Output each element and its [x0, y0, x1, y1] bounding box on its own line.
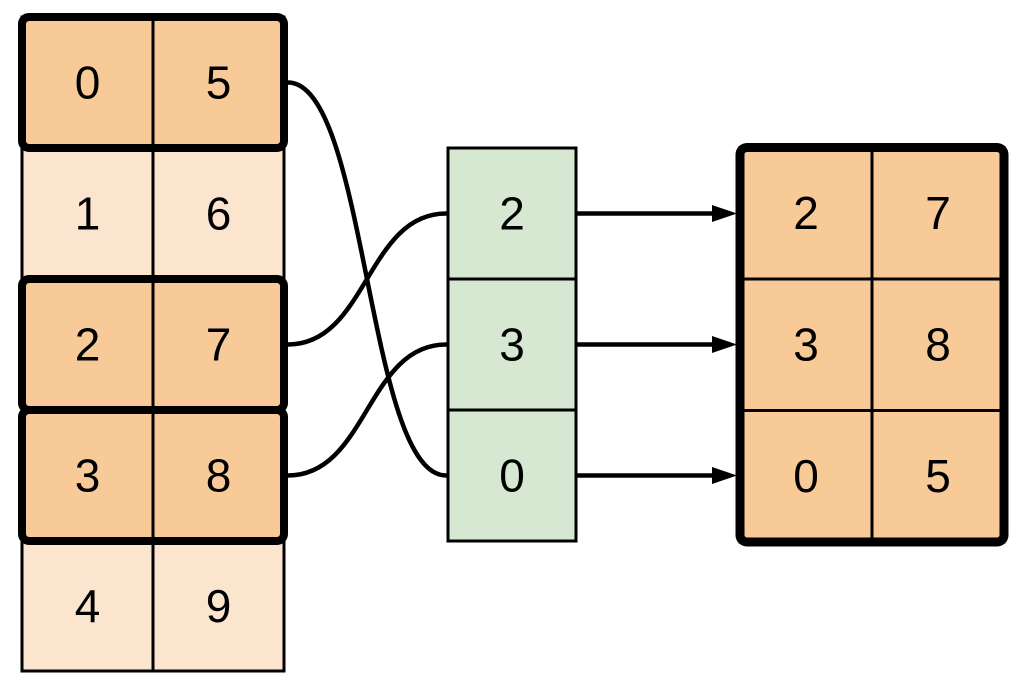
index-to-result-arrows	[576, 205, 737, 484]
source-value-r1c1: 6	[206, 188, 232, 240]
index-value-2: 0	[499, 450, 525, 502]
source-row-3-highlight-border	[18, 406, 288, 545]
source-cell-r4c1	[151, 539, 286, 673]
source-cell-r2c1	[151, 277, 286, 412]
arrow-head-index-0	[712, 205, 737, 222]
result-value-r2c0: 0	[793, 450, 819, 502]
curve-source-row-3-to-index-1	[285, 342, 449, 478]
result-table: 2 7 3 8 0 5	[735, 143, 1009, 547]
result-cell-r2c0	[738, 409, 874, 544]
index-value-1: 3	[499, 319, 525, 371]
source-cell-r1c1	[151, 146, 286, 281]
result-value-r1c0: 3	[793, 319, 819, 371]
source-to-index-connectors	[285, 80, 449, 478]
source-value-r2c0: 2	[75, 319, 101, 371]
result-cell-r1c0	[738, 277, 874, 412]
source-cell-r0c1	[151, 15, 286, 150]
source-value-r0c0: 0	[75, 57, 101, 109]
result-table-border	[735, 143, 1009, 547]
source-table: 0 5 1 6 2 7 3 8 4 9	[18, 13, 288, 673]
source-value-r3c1: 8	[206, 450, 232, 502]
source-value-r1c0: 1	[75, 188, 101, 240]
source-value-r2c1: 7	[206, 319, 232, 371]
result-value-r0c0: 2	[793, 187, 819, 239]
result-value-r0c1: 7	[925, 187, 951, 239]
result-cell-r1c1	[870, 277, 1006, 412]
index-value-0: 2	[499, 188, 525, 240]
result-value-r1c1: 8	[925, 319, 951, 371]
index-column: 2 3 0	[446, 146, 578, 543]
source-cell-r4c0	[20, 539, 155, 673]
source-value-r4c0: 4	[75, 580, 101, 632]
source-value-r3c0: 3	[75, 450, 101, 502]
source-value-r4c1: 9	[206, 580, 232, 632]
arrow-head-index-1	[712, 336, 737, 353]
source-row-0-highlight-border	[18, 13, 288, 152]
source-cell-r0c0	[20, 15, 155, 150]
index-cell-0	[446, 146, 578, 281]
result-cell-r2c1	[870, 409, 1006, 544]
result-value-r2c1: 5	[925, 450, 951, 502]
source-value-r0c1: 5	[206, 57, 232, 109]
source-cell-r3c1	[151, 408, 286, 543]
curve-source-row-2-to-index-0	[285, 211, 449, 347]
arrow-head-index-2	[712, 467, 737, 484]
index-cell-2	[446, 408, 578, 543]
